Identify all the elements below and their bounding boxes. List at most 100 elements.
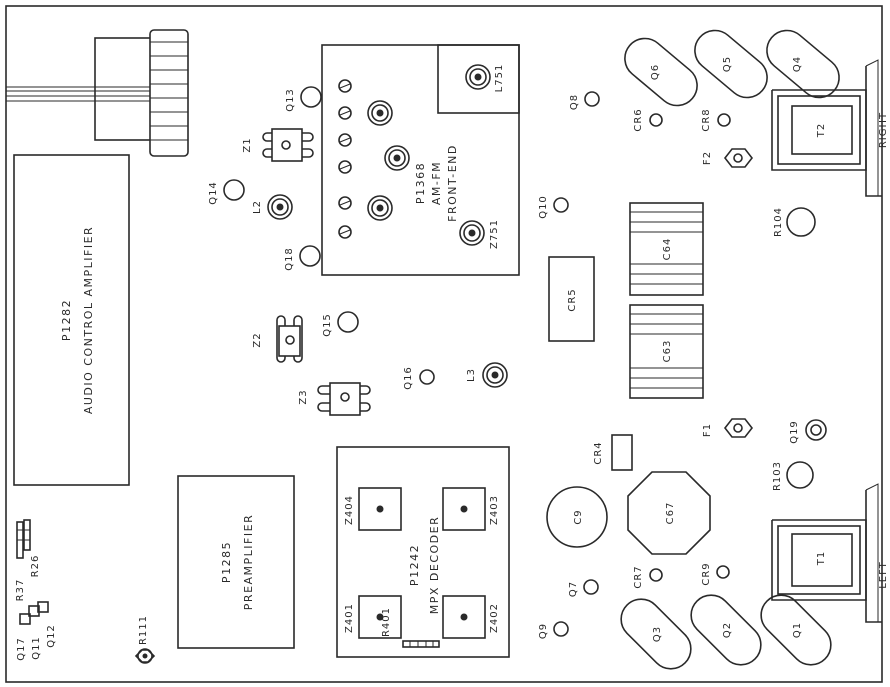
c64-label: C64 (662, 238, 673, 261)
z404-label: Z404 (344, 495, 355, 525)
r103-resistor (786, 461, 814, 489)
q14-label: Q14 (208, 181, 219, 205)
c64-capacitor (629, 202, 704, 296)
cr8-label: CR8 (701, 108, 712, 131)
q13-label: Q13 (285, 88, 296, 112)
z403-label: Z403 (489, 495, 500, 525)
q3-label: Q3 (652, 626, 663, 642)
frontend-id: P1368 (414, 162, 427, 204)
c63-capacitor (629, 304, 704, 399)
right-channel-label: RIGHT (878, 112, 889, 148)
z751-coil (459, 220, 485, 246)
z1-component (262, 128, 314, 162)
z401-coil (358, 595, 402, 639)
q10-label: Q10 (538, 195, 549, 219)
t2-label: T2 (816, 123, 827, 138)
q4-label: Q4 (792, 56, 803, 72)
mpx-id: P1242 (408, 544, 421, 586)
cr8-diode (717, 113, 731, 127)
q16-transistor (419, 369, 435, 385)
z402-label: Z402 (489, 603, 500, 633)
q15-transistor (337, 311, 359, 333)
q10-transistor (553, 197, 569, 213)
z401-label: Z401 (344, 603, 355, 633)
frontend-name-line2: FRONT-END (446, 144, 459, 222)
r37-label: R37 (15, 579, 26, 602)
c67-label: C67 (665, 502, 676, 525)
cr5-diode (548, 256, 595, 342)
f2-fuse (723, 148, 754, 168)
cr6-diode (649, 113, 663, 127)
r401-label: R401 (381, 607, 392, 637)
r111-trimmer (134, 648, 156, 664)
q14-transistor (223, 179, 245, 201)
l751-label: L751 (494, 64, 505, 93)
front-end-coils (367, 100, 410, 221)
q7-label: Q7 (568, 581, 579, 597)
t1-transformer (771, 483, 882, 623)
l2-label: L2 (252, 200, 263, 214)
t2-transformer (771, 59, 882, 197)
audio-control-amplifier-module: P1282 AUDIO CONTROL AMPLIFIER (13, 154, 130, 486)
c9-capacitor (546, 486, 608, 548)
audio-amp-name: AUDIO CONTROL AMPLIFIER (82, 226, 95, 414)
t1-label: T1 (816, 551, 827, 566)
r37-r26-resistors (16, 519, 31, 559)
cr6-label: CR6 (633, 108, 644, 131)
q9-label: Q9 (538, 623, 549, 639)
q18-label: Q18 (284, 247, 295, 271)
z3-label: Z3 (298, 389, 309, 404)
r104-resistor (786, 207, 816, 237)
f1-label: F1 (702, 423, 713, 437)
r401-resistor (402, 640, 440, 648)
r111-label: R111 (138, 615, 149, 645)
l3-label: L3 (466, 368, 477, 382)
cr4-label: CR4 (593, 441, 604, 464)
preamp-name: PREAMPLIFIER (242, 514, 255, 610)
mpx-decoder-module: Z404 Z403 Z401 Z402 P1242 MPX DECODER R4… (336, 446, 510, 658)
audio-amp-id: P1282 (60, 299, 73, 341)
q13-transistor (300, 86, 322, 108)
q8-transistor (584, 91, 600, 107)
c67-capacitor (627, 471, 711, 555)
q2-label: Q2 (722, 622, 733, 638)
cr7-diode (649, 568, 663, 582)
q8-label: Q8 (569, 94, 580, 110)
z2-label: Z2 (252, 332, 263, 347)
z3-component (317, 382, 371, 416)
z751-label: Z751 (489, 219, 500, 249)
z2-component (276, 315, 303, 363)
q11-label: Q11 (31, 636, 42, 660)
q2-power-transistor (690, 594, 762, 666)
board-outline (5, 5, 883, 683)
f2-label: F2 (702, 151, 713, 165)
l3-coil (482, 362, 508, 388)
c63-label: C63 (662, 340, 673, 363)
tuning-knob-assembly (6, 29, 189, 157)
l751-coil (465, 64, 491, 90)
preamp-id: P1285 (220, 541, 233, 583)
r26-label: R26 (30, 555, 41, 578)
q17-q11-q12-transistors (19, 601, 49, 625)
am-fm-front-end-module: L751 Z751 P1368 AM-FM FRONT-END (321, 44, 520, 276)
q17-label: Q17 (16, 637, 27, 661)
cr5-label: CR5 (567, 288, 578, 311)
l2-coil (267, 194, 293, 220)
q5-power-transistor (694, 29, 768, 99)
q6-power-transistor (624, 37, 698, 107)
cr7-label: CR7 (633, 565, 644, 588)
cr9-diode (716, 565, 730, 579)
q19-transistor (805, 419, 827, 441)
q1-power-transistor (760, 594, 832, 666)
z1-label: Z1 (242, 137, 253, 152)
q18-transistor (299, 245, 321, 267)
z403-coil (442, 487, 486, 531)
frontend-name-line1: AM-FM (430, 161, 443, 205)
mpx-name: MPX DECODER (428, 516, 441, 614)
q7-transistor (583, 579, 599, 595)
q12-label: Q12 (46, 624, 57, 648)
q9-transistor (553, 621, 569, 637)
c9-label: C9 (573, 509, 584, 524)
q6-label: Q6 (650, 64, 661, 80)
